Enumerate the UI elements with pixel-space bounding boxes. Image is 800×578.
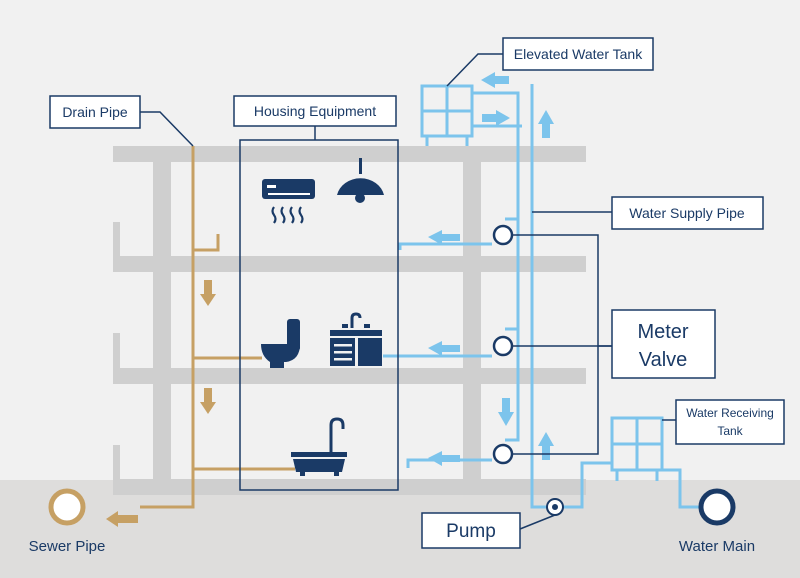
- water-arrow-left-top: [481, 72, 509, 88]
- water-arrow-up-lower: [538, 432, 554, 460]
- meter-label: Meter: [637, 321, 688, 343]
- elevated-water-tank-label: Elevated Water Tank: [514, 46, 643, 62]
- ceiling-lamp-icon: [337, 158, 384, 203]
- meter-valve-floor2: [492, 335, 514, 357]
- meter-valve-floor3: [492, 224, 514, 246]
- pump-icon: [546, 498, 564, 516]
- pump-label: Pump: [446, 521, 496, 542]
- meter-valve-floor1: [492, 443, 514, 465]
- kitchen-sink-icon: [330, 312, 382, 366]
- drain-arrow-down-1: [200, 280, 216, 306]
- sewer-pipe-icon: [48, 488, 86, 526]
- housing-equipment-label-box: [233, 95, 397, 127]
- water-supply-pipe-label-box: [611, 196, 764, 230]
- sewer-pipe-label: Sewer Pipe: [29, 538, 106, 555]
- pump-label-box: [421, 512, 521, 549]
- air-conditioner-icon: [262, 179, 315, 224]
- building-structure: [113, 146, 586, 495]
- elevated-water-tank-label-box: [502, 37, 654, 71]
- valve-label: Valve: [639, 349, 688, 371]
- drain-pipe-label-box: [49, 95, 141, 129]
- water-arrow-right-tank: [482, 110, 510, 126]
- housing-equipment-frame: [239, 139, 399, 491]
- water-receiving-tank-label-box: [675, 399, 785, 445]
- drain-arrow-left: [106, 511, 138, 527]
- bathtub-icon: [291, 417, 347, 476]
- ground: [0, 480, 800, 578]
- water-supply-pipe: [383, 84, 700, 509]
- water-main-icon: [698, 488, 736, 526]
- water-arrow-up-top: [538, 110, 554, 138]
- leader-lines: [140, 53, 676, 530]
- drain-flow-arrows: [106, 280, 216, 527]
- toilet-icon: [261, 319, 300, 368]
- drain-arrow-down-2: [200, 388, 216, 414]
- meter-valves: [492, 224, 514, 465]
- water-arrow-left-floor1: [428, 451, 460, 466]
- meter-valve-label-box: [611, 309, 716, 379]
- water-receiving-tank: [610, 416, 664, 481]
- water-arrow-left-floor2: [428, 341, 460, 356]
- drain-pipe: [140, 146, 295, 509]
- water-receiving-label-line1: Water Receiving: [686, 406, 774, 420]
- water-receiving-label-line2: Tank: [717, 424, 743, 438]
- water-arrow-left-floor3: [428, 230, 460, 245]
- housing-equipment-label: Housing Equipment: [254, 103, 376, 119]
- water-flow-arrows: [428, 72, 554, 466]
- drain-pipe-label: Drain Pipe: [62, 104, 128, 120]
- water-main-label: Water Main: [679, 538, 755, 555]
- water-supply-pipe-label: Water Supply Pipe: [629, 205, 745, 221]
- water-arrow-down-riser: [498, 398, 514, 426]
- elevated-water-tank: [420, 84, 474, 146]
